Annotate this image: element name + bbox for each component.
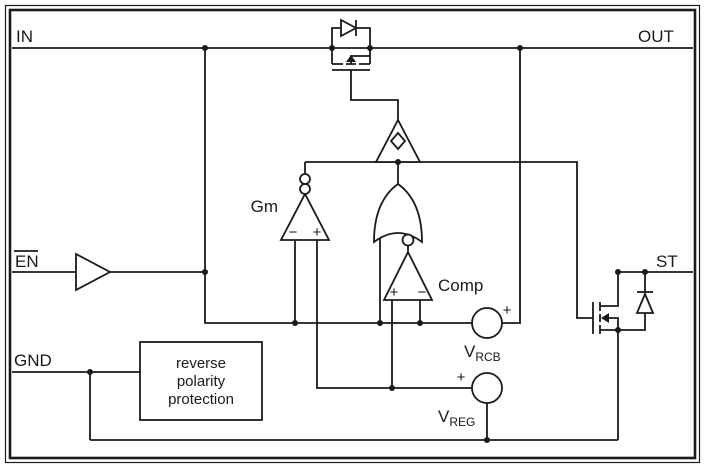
gm-output-bubble-2	[299, 173, 311, 185]
pin-gnd-label: GND	[14, 351, 52, 370]
wire-in-sense-bus	[204, 48, 472, 324]
or-gate-body	[373, 182, 423, 244]
pin-out-label: OUT	[638, 27, 674, 46]
gm-triangle	[279, 192, 331, 241]
comp-neg-sign: −	[418, 284, 427, 301]
rpp-text-line1: reverse	[176, 355, 226, 372]
rpp-text-line3: protection	[168, 391, 234, 408]
rpp-text-line2: polarity	[177, 373, 226, 390]
wire-body-diode-bottom	[618, 313, 646, 331]
inner-frame	[8, 8, 697, 460]
gm-amplifier	[279, 173, 331, 241]
wire-diode-cathode	[356, 27, 371, 48]
junction-dots	[87, 45, 648, 443]
comp-label: Comp	[438, 276, 483, 295]
wire-gm-pos-input	[316, 240, 472, 389]
st-nmos-transistor	[592, 302, 609, 334]
diamond-icon	[389, 131, 407, 151]
pin-in-label: IN	[16, 27, 33, 46]
wire-pmos-gate	[350, 70, 399, 120]
gm-neg-sign: −	[289, 224, 298, 241]
vreg-label: VREG	[438, 407, 475, 429]
wire-gate-control	[305, 161, 593, 319]
or-gate	[373, 182, 423, 244]
wire-out-sense	[502, 48, 521, 324]
pin-en-label: EN	[15, 252, 39, 271]
vrcb-name: V	[464, 342, 476, 361]
gm-pos-sign: +	[313, 224, 322, 241]
pass-pmos-transistor	[332, 55, 370, 71]
wire-diode-anode	[331, 27, 341, 48]
nmos-body-arrow	[601, 313, 609, 323]
vreg-name: V	[438, 407, 450, 426]
vreg-subscript: REG	[449, 415, 475, 429]
gm-label: Gm	[251, 197, 278, 216]
comp-comparator	[382, 233, 434, 301]
pin-st-label: ST	[656, 252, 678, 271]
vrcb-polarity-sign: +	[503, 302, 512, 319]
diode-icon	[340, 18, 358, 38]
reverse-polarity-protection-box	[139, 341, 263, 421]
pass-diode	[340, 18, 358, 38]
en-buffer	[75, 252, 112, 292]
vrcb-label: VRCB	[464, 342, 501, 364]
wire-nmos-body-tie	[609, 317, 619, 330]
vrcb-subscript: RCB	[475, 350, 500, 364]
wire-nmos-drain	[600, 272, 619, 307]
comp-triangle	[382, 249, 434, 301]
vreg-polarity-sign: +	[457, 369, 466, 386]
gm-output-bubble-1	[299, 183, 311, 195]
st-body-diode	[635, 291, 655, 314]
comp-output-bubble	[401, 233, 415, 247]
pmos-body-arrow	[346, 55, 356, 62]
comp-pos-sign: +	[390, 284, 399, 301]
gate-driver	[374, 118, 422, 163]
diode-icon	[635, 291, 655, 314]
outer-frame	[4, 4, 701, 464]
wires	[12, 27, 693, 441]
vreg-source	[471, 372, 503, 404]
vrcb-source	[471, 307, 503, 339]
en-buffer-triangle	[75, 252, 112, 292]
